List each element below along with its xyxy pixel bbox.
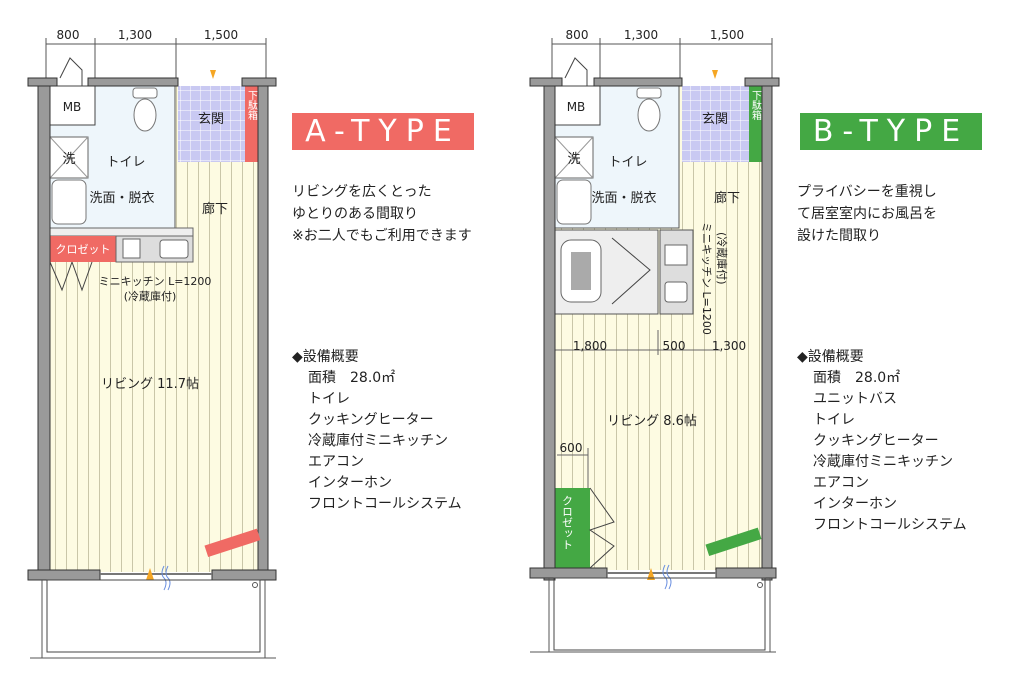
spec-item: クッキングヒーター [813,433,939,449]
closet-label: クロゼット [56,243,111,256]
balcony [553,577,766,651]
kitchen-label: ミニキッチン L=1200 [99,275,212,288]
dim-1500: 1,500 [204,28,238,42]
dim-800: 800 [57,28,80,42]
toilet-label: トイレ [608,155,647,170]
description-line: プライバシーを重視し [797,184,937,200]
spec-item: エアコン [813,475,869,491]
toilet-label: トイレ [106,155,145,170]
washer-label: 洗 [62,152,75,167]
airflow-icon [662,564,672,590]
dim-1300: 1,300 [624,28,658,42]
balcony [46,579,261,653]
dim-1300: 1,300 [712,339,746,353]
sink-icon [556,179,592,225]
spec-item: トイレ [308,391,350,407]
air-conditioner [705,527,762,557]
plan-b: 800 1,300 1,500 下駄箱 1,800 500 1,300 600 [529,28,780,653]
airflow-icon [161,565,171,591]
washer-label: 洗 [567,152,580,167]
description-line: ゆとりのある間取り [292,206,418,222]
type-b-description: プライバシーを重視して居室室内にお風呂を設けた間取り [797,181,937,247]
spec-item: トイレ [813,412,855,428]
fridge-label: (冷蔵庫付) [715,232,729,285]
kitchen-label: ミニキッチン L=1200 [700,222,713,335]
spec-item: 面積 28.0㎡ [813,370,901,386]
dim-500: 500 [663,339,686,353]
description-note: ※お二人でもご利用できます [292,228,472,244]
entrance-arrow-icon [712,70,718,79]
shoe-box [749,86,762,162]
entrance-tiles [178,86,245,162]
plan-a: 800 1,300 1,500 下駄箱 [27,28,277,659]
entrance-label: 玄関 [702,112,728,127]
spec-item: クッキングヒーター [308,412,434,428]
type-a-specs: ◆設備概要 面積 28.0㎡ トイレ クッキングヒーター 冷蔵庫付ミニキッチン … [292,347,462,515]
dim-800: 800 [566,28,589,42]
corridor-label: 廊下 [714,190,740,206]
toilet-icon [133,98,157,132]
spec-item: 冷蔵庫付ミニキッチン [813,454,953,470]
shoe-box [245,86,258,162]
shoe-box-label: 下駄箱 [246,90,258,121]
mb-label: MB [63,100,82,114]
closet [555,488,590,568]
dimension-line: 800 1,300 1,500 [45,28,267,80]
washroom-label: 洗面・脱衣 [89,190,154,206]
fridge-label: (冷蔵庫付) [124,289,177,303]
entrance-arrow-icon [210,70,216,79]
sink-icon [51,179,87,225]
spec-item: 面積 28.0㎡ [308,370,396,386]
type-a-title: A-TYPE [292,113,474,150]
corridor-label: 廊下 [202,201,228,217]
spec-item: インターホン [308,475,392,491]
dim-1500: 1,500 [710,28,744,42]
entrance-label: 玄関 [198,112,224,127]
shoe-box-label: 下駄箱 [750,90,762,121]
spec-item: ユニットバス [813,391,897,407]
spec-item: エアコン [308,454,364,470]
description-line: リビングを広くとった [292,184,432,200]
type-a-description: リビングを広くとったゆとりのある間取り ※お二人でもご利用できます [292,181,472,247]
closet [50,236,116,262]
spec-heading: ◆設備概要 [797,349,864,365]
description-line: て居室室内にお風呂を [797,206,937,222]
dim-1800: 1,800 [573,339,607,353]
dimension-line: 800 1,300 1,500 [551,28,773,80]
mb-label: MB [567,100,586,114]
type-b-specs: ◆設備概要 面積 28.0㎡ ユニットバス トイレ クッキングヒーター 冷蔵庫付… [797,347,967,536]
ventilation-arrow-icon [146,568,154,580]
ventilation-arrow-icon [647,568,655,580]
air-conditioner [204,528,261,558]
spec-item: 冷蔵庫付ミニキッチン [308,433,448,449]
entrance-tiles [682,86,749,162]
spec-item: インターホン [813,496,897,512]
closet-label: クロゼット [561,495,574,550]
living-label: リビング 8.6帖 [607,414,697,429]
dim-600: 600 [560,441,583,455]
dim-1300: 1,300 [118,28,152,42]
washroom-label: 洗面・脱衣 [591,190,656,206]
spec-item: フロントコールシステム [308,496,462,512]
living-label: リビング 11.7帖 [101,377,199,392]
spec-item: フロントコールシステム [813,517,967,533]
toilet-icon [637,98,661,132]
type-b-title: B-TYPE [800,113,982,150]
description-line: 設けた間取り [797,228,881,244]
mb-box [554,85,601,126]
spec-heading: ◆設備概要 [292,349,359,365]
